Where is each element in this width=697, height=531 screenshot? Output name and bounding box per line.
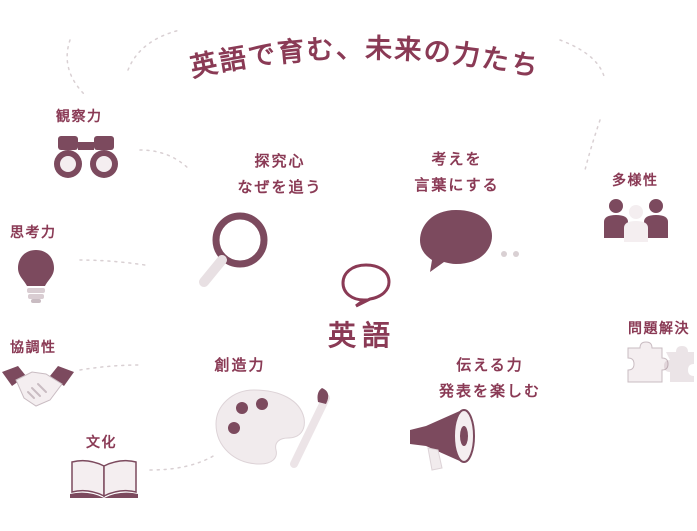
label-explore-line2: なぜを追う (237, 178, 323, 196)
label-convey-line2: 発表を楽しむ (438, 382, 541, 400)
handshake-icon (2, 366, 74, 407)
diagram-title: 英語で育む、未来の力たち (150, 30, 580, 90)
label-explore-line1: 探究心 (254, 152, 306, 170)
label-express-line2: 言葉にする (414, 176, 500, 194)
center-speech-bubble-icon (341, 263, 391, 308)
label-express-line1: 考えを (431, 150, 483, 168)
label-create-line1: 創造力 (214, 356, 266, 374)
label-convey-line1: 伝える力 (456, 356, 524, 374)
label-problem-solving: 問題解決 (628, 321, 690, 337)
label-diversity: 多様性 (612, 173, 659, 189)
light-bulb-icon (18, 250, 54, 303)
label-create: 創造力 (200, 352, 280, 378)
open-book-icon (70, 459, 138, 498)
label-convey: 伝える力 発表を楽しむ (420, 352, 560, 404)
center-label: 英語 (328, 319, 397, 352)
puzzle-icon (627, 341, 694, 383)
label-observation: 観察力 (56, 109, 103, 125)
binoculars-icon (54, 136, 118, 178)
magnifier-icon (199, 212, 268, 287)
speech-bubble-icon (420, 210, 519, 272)
svg-text:英語で育む、未来の力たち: 英語で育む、未来の力たち (188, 33, 543, 83)
label-thinking: 思考力 (10, 225, 57, 241)
palette-icon (215, 388, 330, 468)
label-cooperation: 協調性 (10, 340, 57, 356)
label-culture: 文化 (86, 435, 117, 451)
label-express: 考えを 言葉にする (402, 146, 512, 198)
megaphone-icon (410, 409, 475, 471)
people-icon (604, 199, 668, 242)
label-explore: 探究心 なぜを追う (225, 148, 335, 200)
